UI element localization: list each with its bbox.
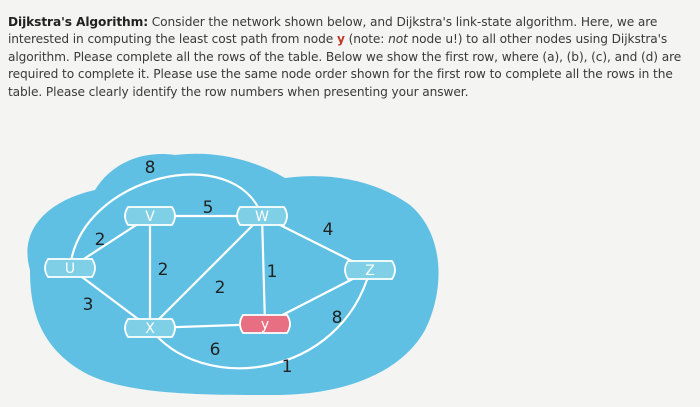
question-part3: node u!) to all other nodes using Dijkst… — [8, 32, 682, 99]
edge-weight-v-x: 2 — [158, 260, 169, 280]
edge-weight-x-w: 2 — [215, 278, 226, 298]
edge-weight-w-y: 1 — [267, 262, 278, 282]
edge-weight-u-v: 2 — [95, 230, 106, 250]
node-shape-u — [44, 258, 96, 278]
edge-weight-y-z: 8 — [332, 308, 343, 328]
not-word: not — [388, 32, 408, 47]
node-x: X — [124, 318, 176, 338]
node-label-y: y — [261, 317, 269, 333]
question-heading: Dijkstra's Algorithm: — [8, 15, 148, 29]
edge-weight-x-z: 1 — [282, 357, 293, 377]
question-text: Dijkstra's Algorithm: Consider the netwo… — [8, 14, 696, 101]
node-shape-v — [124, 206, 176, 226]
question-part1: Consider the network shown below, and Di… — [8, 15, 658, 47]
edge-w-y — [260, 215, 267, 325]
edge-x-w — [149, 215, 263, 329]
node-v: V — [124, 206, 176, 226]
node-shape-w — [236, 206, 288, 226]
node-label-u: U — [65, 261, 75, 277]
edge-weight-u-w: 8 — [145, 158, 156, 178]
node-shape-x — [124, 318, 176, 338]
edge-x-z — [149, 269, 372, 370]
edge-u-x — [69, 267, 151, 329]
node-w: W — [236, 206, 288, 226]
node-label-z: Z — [365, 263, 375, 279]
edge-weight-u-x: 3 — [83, 295, 94, 315]
question-part2: (note: — [344, 32, 389, 47]
node-shape-z — [344, 260, 396, 280]
source-node: y — [336, 32, 345, 47]
edge-weight-x-y: 6 — [210, 340, 221, 360]
node-u: U — [44, 258, 96, 278]
node-z: Z — [344, 260, 396, 280]
node-y: y — [239, 314, 291, 334]
weights-layer: 2 3 5 2 2 6 1 4 8 8 1 — [83, 158, 343, 377]
node-label-v: V — [145, 209, 155, 225]
edge-weight-v-w: 5 — [203, 198, 214, 218]
node-label-w: W — [255, 209, 269, 225]
edge-u-w — [68, 173, 264, 269]
node-shape-y — [239, 314, 291, 334]
node-label-x: X — [145, 321, 155, 337]
edge-weight-w-z: 4 — [323, 220, 334, 240]
